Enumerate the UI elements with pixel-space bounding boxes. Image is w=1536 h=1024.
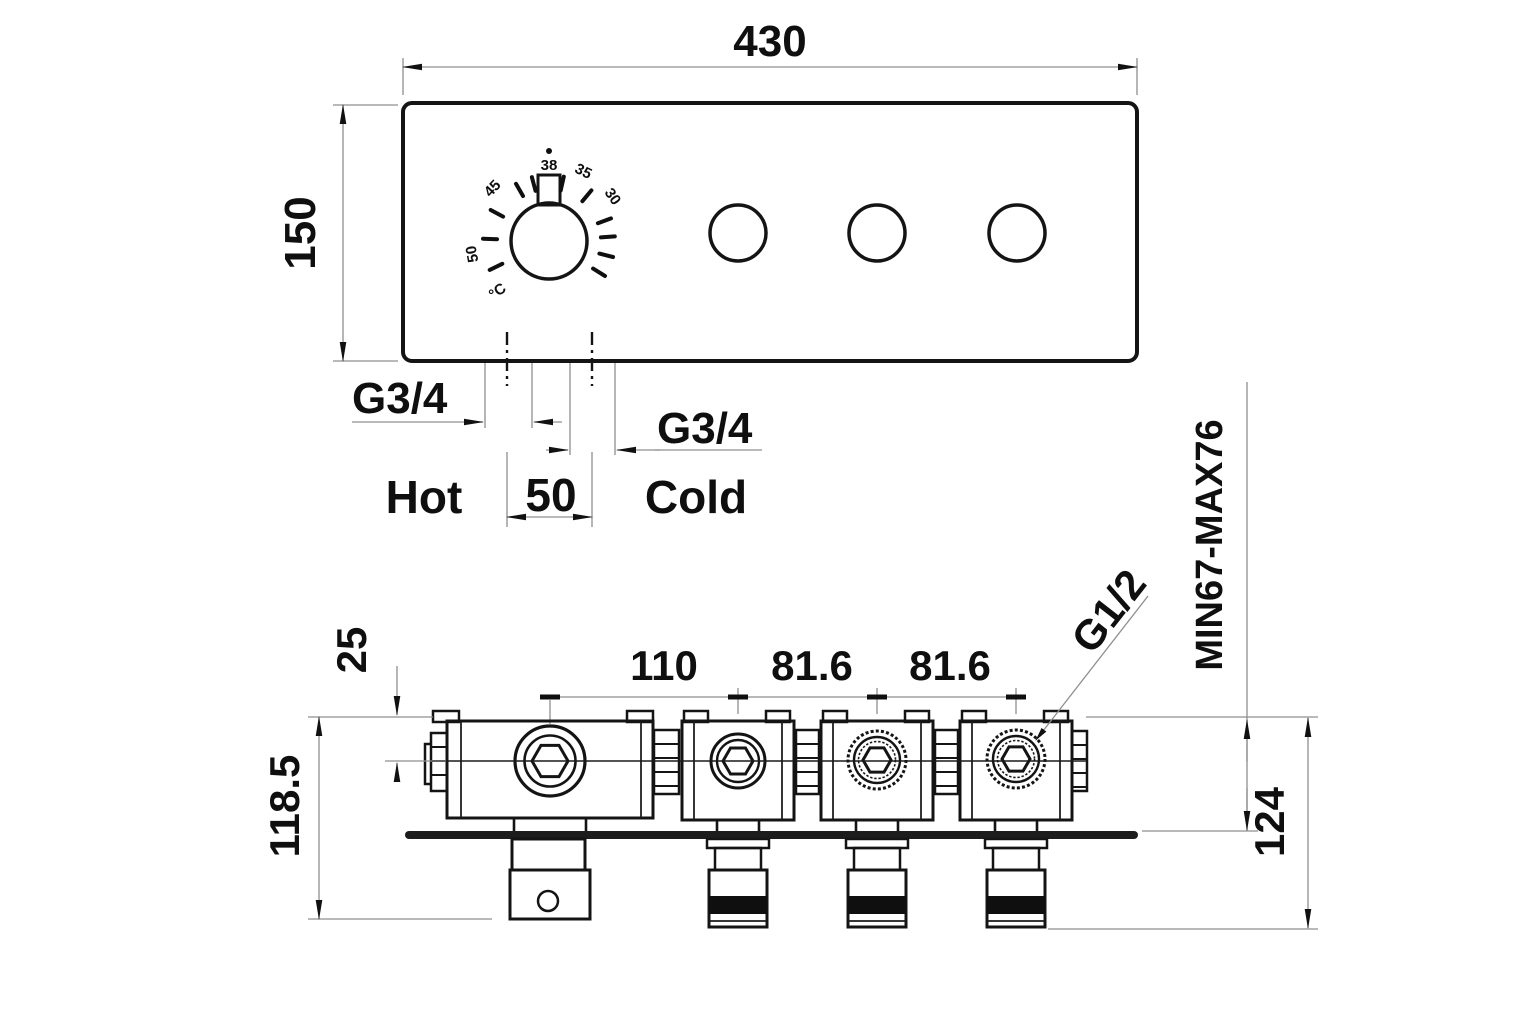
cold-label: Cold (645, 471, 747, 523)
mounting-plate (405, 831, 1138, 839)
dial-pointer-dot (546, 148, 552, 154)
dial-mark-45: 45 (481, 177, 505, 201)
hot-inlet-thread-callout: G3/4 (352, 374, 562, 426)
overall-width-dimension: 430 (402, 17, 1138, 95)
dial-tick-marks (481, 174, 617, 278)
cold-inlet-thread-callout: G3/4 (546, 404, 762, 454)
valve-outlet-3 (983, 837, 1049, 929)
inlet-spacing-text: 50 (525, 469, 576, 521)
valve-body-2 (819, 719, 935, 822)
side-view: 110 81.6 81.6 (261, 382, 1318, 930)
overall-depth-text: 124 (1246, 786, 1293, 857)
dial-stem (536, 173, 562, 207)
dial-mark-38: 38 (541, 157, 558, 174)
body-height-text: 118.5 (261, 755, 308, 858)
mounting-depth-text: MIN67-MAX76 (1189, 419, 1231, 670)
overall-height-dimension: 150 (276, 104, 398, 362)
hot-label: Hot (386, 471, 463, 523)
width-dim-text: 430 (733, 17, 806, 66)
cold-thread-text: G3/4 (657, 404, 753, 453)
volume-knob-3 (987, 203, 1047, 263)
outlet-thread-text: G1/2 (1062, 561, 1155, 662)
valve-2-hex-socket (861, 746, 893, 774)
dial-mark-35: 35 (572, 160, 594, 183)
cartridge-offset-dimension: 25 (328, 627, 446, 782)
dial-knob (509, 201, 589, 281)
trim-plate-outline (401, 101, 1139, 363)
mounting-depth-dimension: MIN67-MAX76 (1086, 382, 1318, 832)
front-view: 430 150 50 45 38 35 30 °C (276, 17, 1139, 527)
outlet-screw-hole (536, 889, 560, 913)
valve-outlet-2 (844, 837, 910, 929)
volume-knob-2 (847, 203, 907, 263)
height-dim-text: 150 (276, 196, 325, 269)
dial-mark-50: 50 (463, 244, 483, 263)
body-height-dimension: 118.5 (261, 716, 492, 920)
inlet-spacing-dimension: 50 (506, 452, 593, 527)
valve-body-1 (680, 719, 796, 822)
hot-thread-text: G3/4 (352, 374, 448, 423)
valve-outlet-1 (705, 837, 771, 929)
outlet-necks (512, 818, 1039, 831)
cartridge-offset-text: 25 (328, 627, 375, 674)
valve-body-3 (958, 719, 1074, 822)
port-spacing-dimensions: 110 81.6 81.6 (540, 642, 1026, 724)
overall-depth-dimension: 124 (1048, 717, 1318, 930)
volume-knob-1 (708, 203, 768, 263)
valve-3-hex-socket (1000, 745, 1032, 773)
dial-mark-30: 30 (601, 185, 624, 208)
dial-unit-celsius: °C (486, 280, 510, 304)
thermostat-outlet (508, 837, 592, 921)
thermostat-dial: 50 45 38 35 30 °C (463, 148, 624, 304)
spacing-81-6-a-text: 81.6 (771, 642, 853, 689)
spacing-81-6-b-text: 81.6 (909, 642, 991, 689)
spacing-110-text: 110 (630, 642, 698, 689)
thermostat-body (445, 719, 655, 820)
